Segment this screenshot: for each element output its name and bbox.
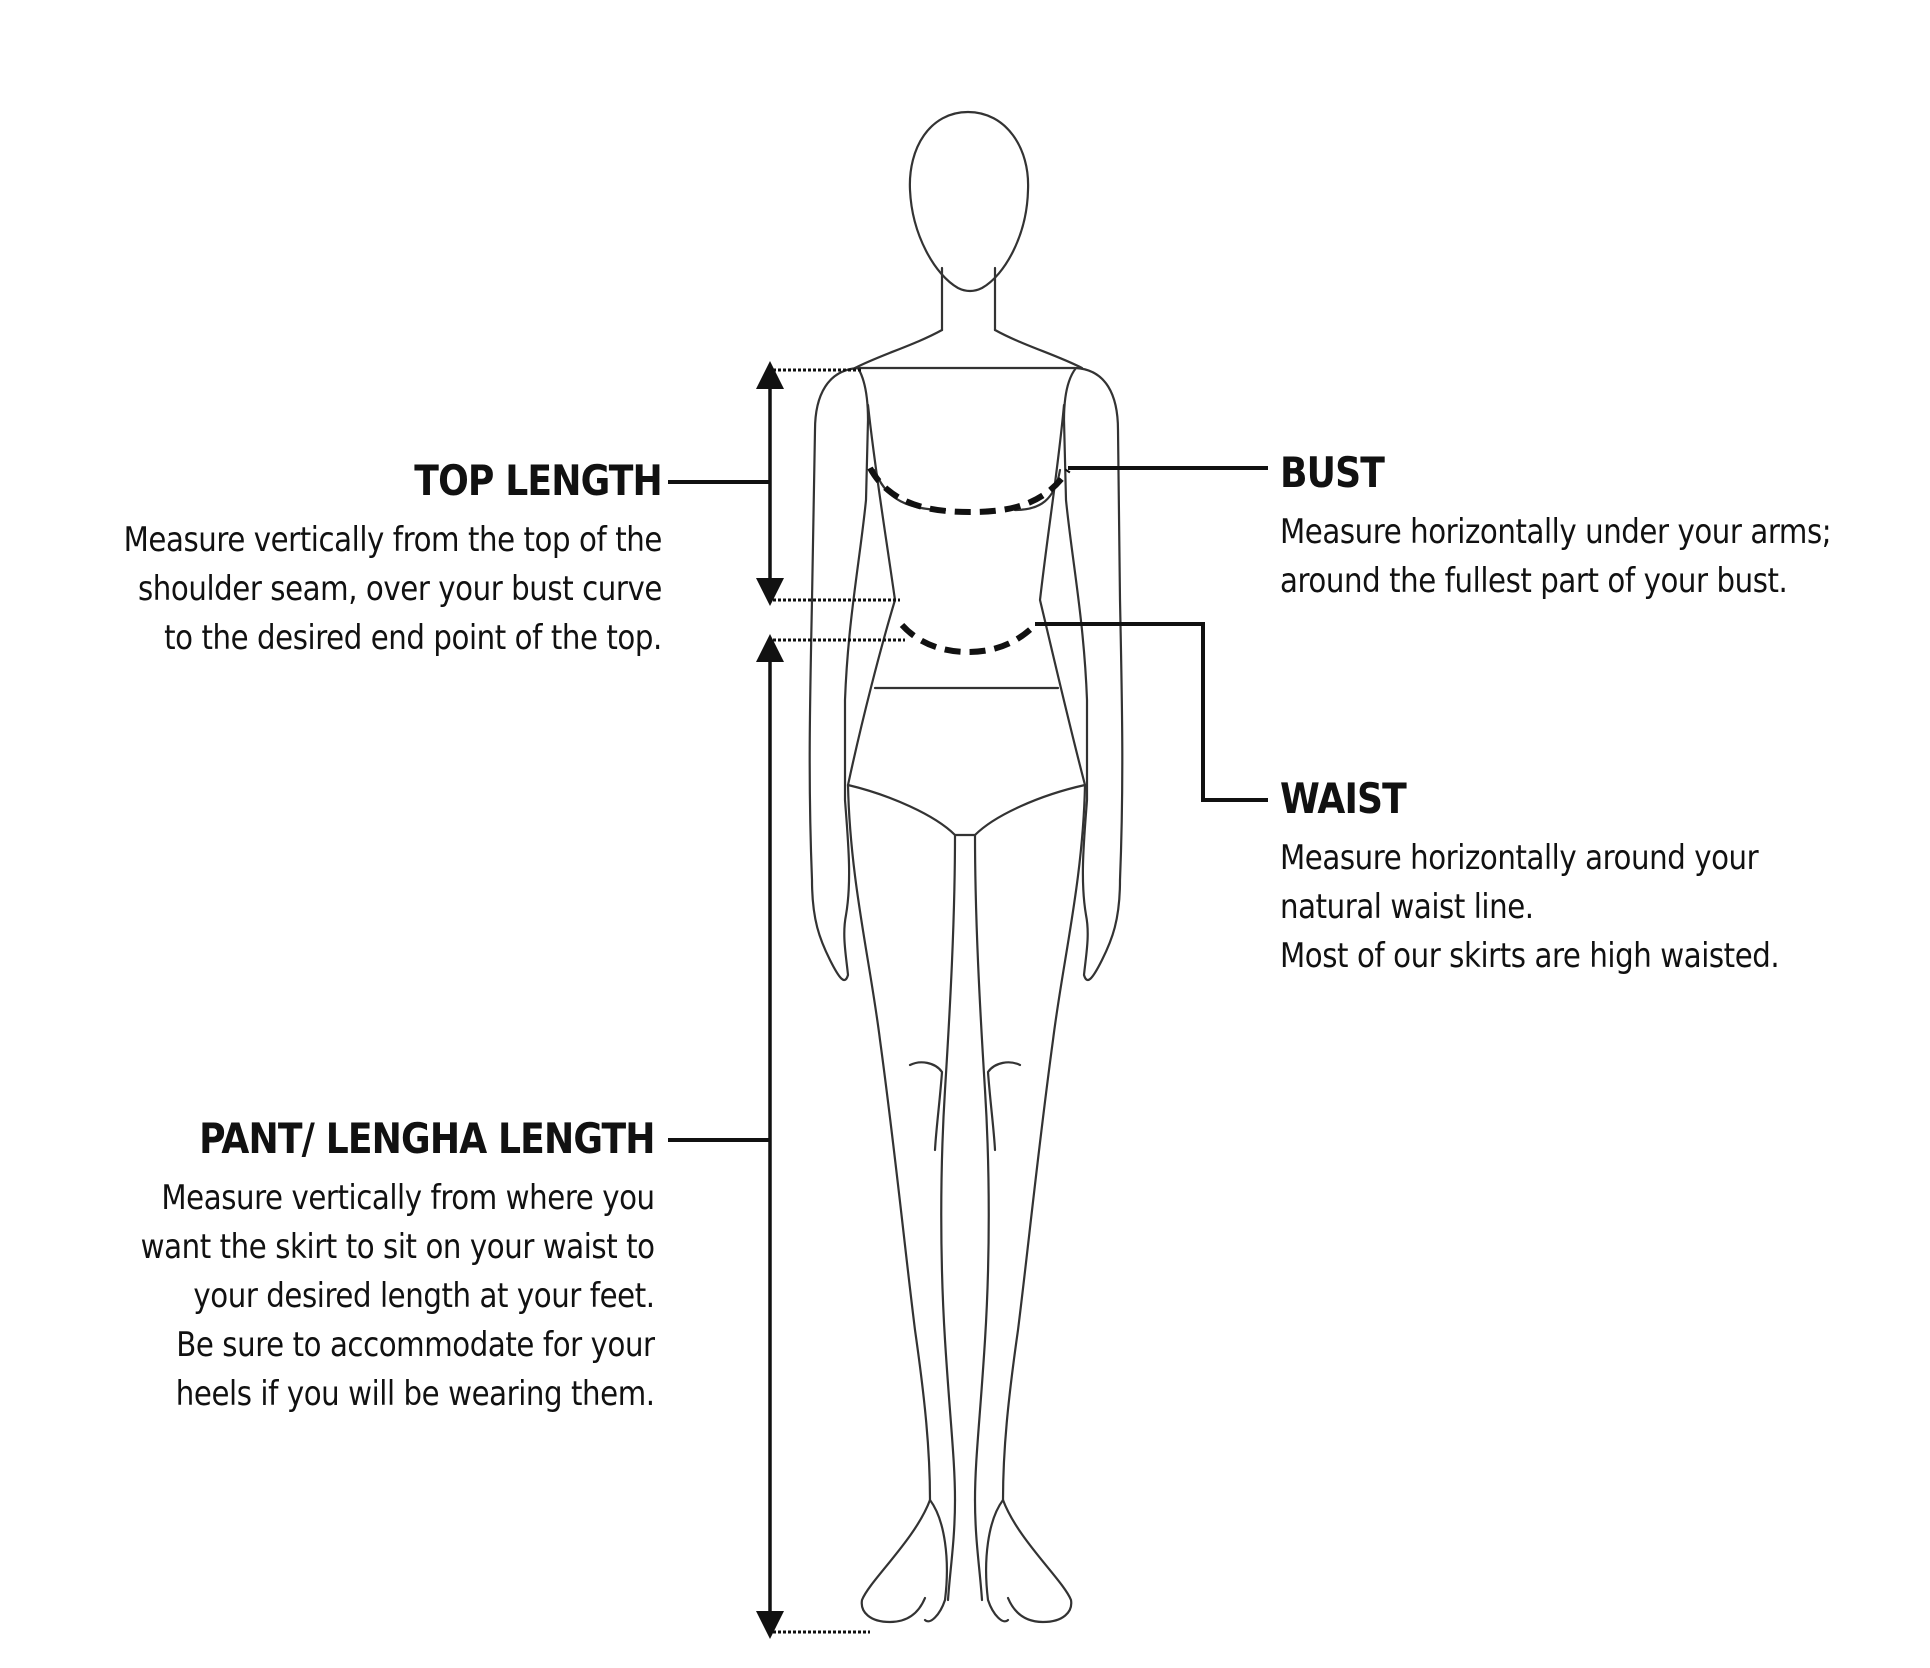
briefs-outline [846,783,1087,837]
waist-leader-line [1035,622,1268,802]
pant-length-line-1: Measure vertically from where you [161,1178,656,1218]
pant-length-line-3: your desired length at your feet. [193,1276,656,1316]
left-knee [908,1061,944,1152]
waist-line-2: natural waist line. [1280,887,1534,927]
top-length-indicator [668,361,900,606]
top-length-line-1: Measure vertically from the top of the [123,520,663,560]
bust-title: BUST [1280,448,1385,497]
right-heel [973,1498,984,1602]
right-leg-inner [973,833,990,1502]
torso-right [1038,403,1087,787]
bust-description: Measure horizontally under your arms; ar… [1280,508,1921,606]
left-leg-outline [846,783,932,1624]
pant-length-title: PANT/ LENGHA LENGTH [199,1114,655,1163]
left-shoe [923,1498,948,1623]
pant-length-line-5: heels if you will be wearing them. [176,1374,655,1414]
pant-length-description: Measure vertically from where you want t… [57,1174,655,1419]
neck-outline [940,266,997,332]
right-knee [986,1061,1022,1152]
top-length-description: Measure vertically from the top of the s… [36,516,663,663]
left-arm-outline [808,366,870,982]
right-arm-outline [1062,366,1124,982]
pant-length-line-2: want the skirt to sit on your waist to [141,1227,655,1267]
pant-length-line-4: Be sure to accommodate for your [176,1325,656,1365]
right-leg-outline [1001,783,1087,1624]
head-outline [908,110,1030,293]
top-length-label: TOP LENGTH Measure vertically from the t… [36,456,663,663]
bust-line-2: around the fullest part of your bust. [1280,561,1788,601]
waist-description: Measure horizontally around your natural… [1280,834,1861,981]
waist-title: WAIST [1280,774,1407,823]
top-length-line-2: shoulder seam, over your bust curve [138,569,662,609]
waist-line-1: Measure horizontally around your [1280,838,1759,878]
top-length-title: TOP LENGTH [414,456,662,505]
bust-dashed-curve [867,466,1071,516]
top-length-line-3: to the desired end point of the top. [164,618,662,658]
waist-line-3: Most of our skirts are high waisted. [1280,936,1780,976]
waist-dashed-curve [899,622,1038,656]
pant-length-label: PANT/ LENGHA LENGTH Measure vertically f… [57,1114,656,1419]
left-leg-inner [940,833,957,1502]
right-shoe [985,1498,1010,1623]
left-heel [946,1498,957,1602]
bust-label: BUST Measure horizontally under your arm… [1280,452,1921,606]
bust-curve-right [1013,468,1062,512]
bust-line-1: Measure horizontally under your arms; [1280,512,1832,552]
shoulder-outline [853,328,1084,370]
pant-length-indicator [668,634,905,1639]
waist-label: WAIST Measure horizontally around your n… [1280,778,1861,981]
mannequin-figure [808,110,1124,1624]
